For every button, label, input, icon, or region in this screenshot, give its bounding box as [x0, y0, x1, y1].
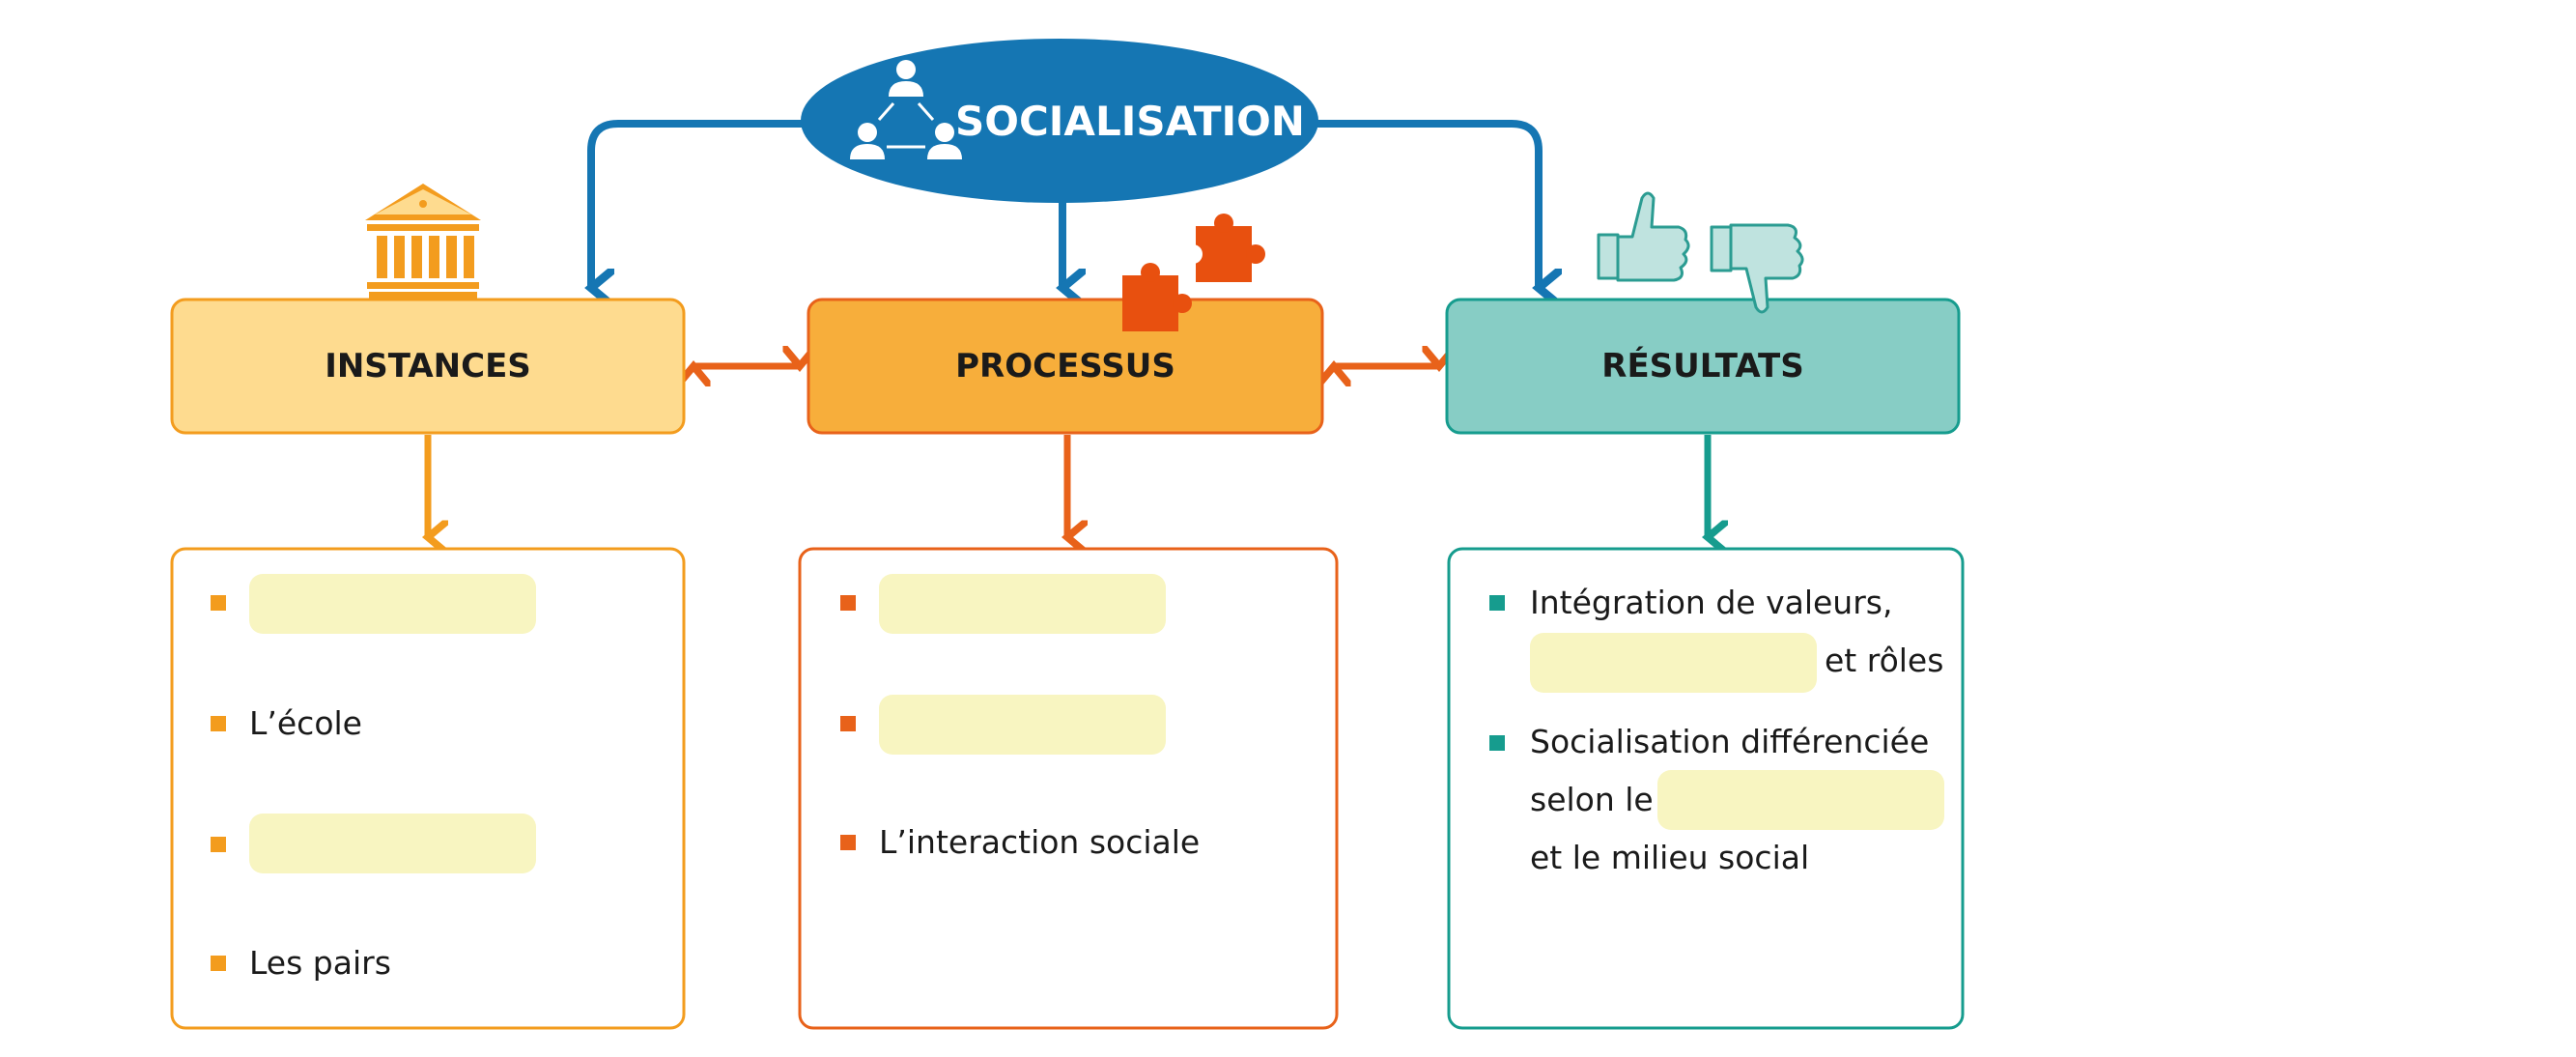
thumbs-up-down-icon: [1597, 191, 1804, 314]
title-node: SOCIALISATION: [801, 39, 1318, 203]
people-network-icon: [850, 60, 962, 159]
resultats-item2-line3: et le milieu social: [1530, 839, 1809, 876]
list-bullet: [1489, 735, 1505, 751]
list-bullet: [211, 956, 226, 971]
connector-to-resultats: [1314, 120, 1539, 288]
instances-content: L’école Les pairs: [170, 547, 686, 1030]
processus-item-interaction: L’interaction sociale: [879, 823, 1200, 861]
instances-content-box: [170, 547, 686, 1030]
list-bullet: [211, 595, 226, 611]
resultats-header-label: RÉSULTATS: [1601, 346, 1803, 386]
processus-header-label: PROCESSUS: [955, 347, 1175, 386]
resultats-header-box: [1445, 298, 1961, 435]
thumbs-up-icon: [1597, 191, 1690, 282]
blank-field-processus-2[interactable]: [879, 695, 1166, 755]
instances-header-label: INSTANCES: [325, 347, 531, 386]
connector-to-instances: [591, 120, 811, 288]
list-bullet: [840, 716, 856, 731]
instances-header: INSTANCES: [170, 298, 686, 435]
resultats-item2-line1: Socialisation différenciée: [1530, 723, 1929, 760]
puzzle-pieces-icon: [1122, 214, 1265, 331]
institution-building-icon: [365, 184, 481, 300]
resultats-item1-tail: et rôles: [1825, 642, 1943, 679]
processus-header-box: [807, 298, 1324, 435]
list-bullet: [1489, 595, 1505, 611]
title-connectors: [591, 120, 1539, 288]
instances-item-pairs: Les pairs: [249, 944, 391, 982]
processus-header: PROCESSUS: [807, 298, 1324, 435]
resultats-item2-prefix: selon le: [1530, 781, 1654, 818]
thumbs-down-icon: [1710, 223, 1804, 314]
processus-content: L’interaction sociale: [798, 547, 1339, 1030]
title-text: SOCIALISATION: [955, 98, 1305, 145]
processus-content-box: [798, 547, 1339, 1030]
list-bullet: [211, 716, 226, 731]
instances-item-ecole: L’école: [249, 704, 362, 742]
blank-field-processus-1[interactable]: [879, 574, 1166, 634]
resultats-content: Intégration de valeurs, et rôles Sociali…: [1447, 547, 1965, 1030]
resultats-header: RÉSULTATS: [1445, 298, 1961, 435]
resultats-item1-line1: Intégration de valeurs,: [1530, 584, 1892, 621]
blank-field-instances-1[interactable]: [249, 574, 536, 634]
list-bullet: [840, 595, 856, 611]
list-bullet: [840, 835, 856, 850]
blank-field-resultats-1[interactable]: [1530, 633, 1817, 693]
blank-field-instances-2[interactable]: [249, 814, 536, 873]
blank-field-resultats-2[interactable]: [1657, 770, 1944, 830]
list-bullet: [211, 837, 226, 852]
title-ellipse: [801, 39, 1318, 203]
